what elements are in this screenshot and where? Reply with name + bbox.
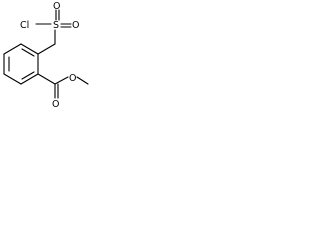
ester-oxygen-label: O <box>69 73 76 84</box>
ring-double-bond-inner-2 <box>21 71 35 80</box>
sulfonyl-oxygen-top-label: O <box>53 1 60 12</box>
methyl-ester-group: O O <box>37 73 89 110</box>
ring-bond-1 <box>20 43 39 55</box>
ring-to-carbonyl-bond <box>37 73 56 85</box>
sulfonyl-oxygen-bottom-label: O <box>72 20 79 31</box>
ring-bond-4 <box>3 73 22 85</box>
structure-diagram: Cl S O O O O <box>0 0 90 112</box>
sulfur-atom-label: S <box>53 20 59 31</box>
ring-bond-6 <box>3 43 22 55</box>
carbonyl-to-ester-oxygen-bond <box>54 76 69 85</box>
ring-to-ch2-bond <box>37 43 56 55</box>
carbonyl-oxygen-label: O <box>52 99 59 110</box>
benzene-ring <box>3 43 39 85</box>
chlorine-atom-label: Cl <box>20 20 29 31</box>
ring-double-bond-inner-1 <box>21 48 35 57</box>
ring-bond-3 <box>20 73 39 85</box>
molecule-structure: Cl S O O O O <box>3 1 89 110</box>
sulfonyl-chloride-group: Cl S O O <box>20 1 79 55</box>
ester-oxygen-to-methyl-bond <box>76 76 89 85</box>
